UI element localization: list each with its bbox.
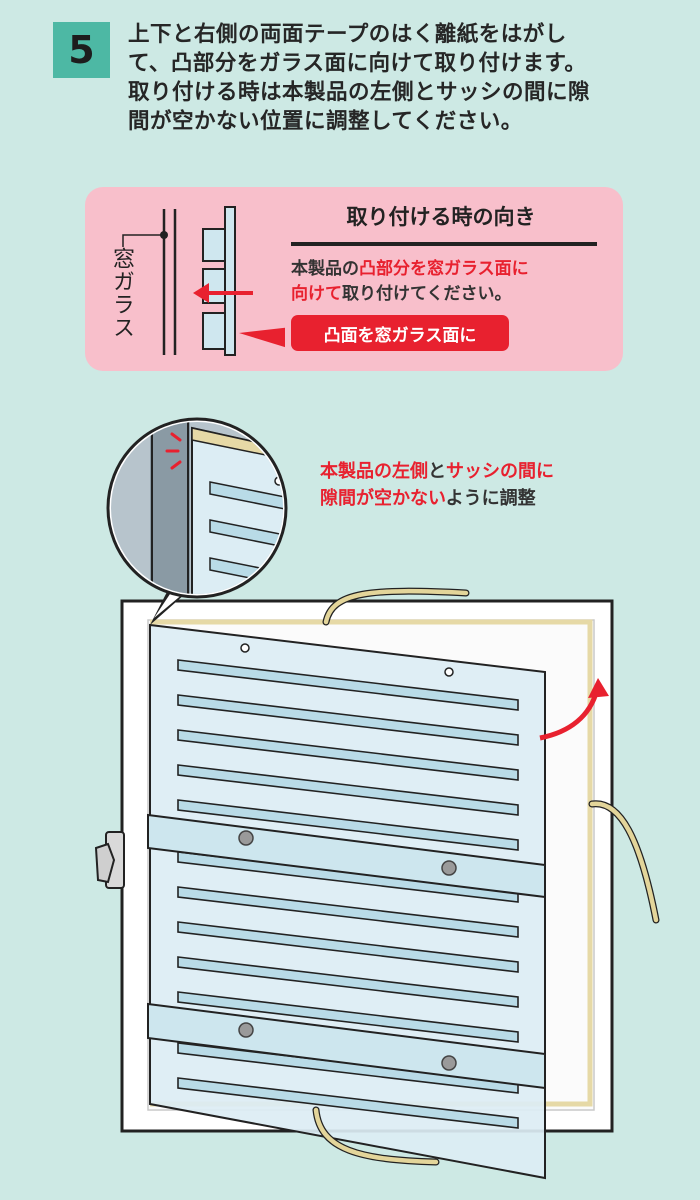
strip-bolt: [441, 860, 457, 876]
strip-bolt: [238, 1022, 254, 1038]
note-text-1: と: [428, 461, 446, 482]
note-highlight-1: 本製品の左側: [320, 461, 428, 482]
impact-mark-icon: [165, 432, 182, 470]
backing-paper-bottom: [313, 1107, 439, 1165]
panel-body: [224, 206, 236, 356]
curved-arrow-icon: [539, 678, 609, 741]
body-highlight-2: 向けて: [291, 284, 342, 304]
card-body: 本製品の凸部分を窓ガラス面に向けて取り付けてください。: [291, 257, 611, 307]
note-highlight-3: 隙間が空かない: [320, 488, 446, 509]
arrow-left-icon: [193, 283, 253, 303]
card-title: 取り付ける時の向き: [346, 205, 536, 229]
magnified-detail: [106, 417, 288, 599]
step-number-badge: 5: [53, 22, 110, 78]
backing-paper-top: [323, 588, 469, 625]
strip-bolt: [441, 1055, 457, 1071]
backing-paper-right: [589, 801, 659, 923]
convex-face-pill: 凸面を窓ガラス面に: [291, 315, 509, 351]
step-instruction: 上下と右側の両面テープのはく離紙をはがして、凸部分をガラス面に向けて取り付けます…: [128, 22, 591, 134]
body-text-2: 取り付けてください。: [342, 284, 512, 304]
note-text-2: ように調整: [445, 488, 536, 509]
panel-hole-top-left: [240, 643, 250, 653]
window-glass-label: 窓ガラス: [109, 247, 134, 339]
card-divider: [291, 242, 597, 246]
panel-slats: [177, 659, 519, 1129]
orientation-card: 窓ガラス 取り付ける時の向き 本製品の凸部分を窓ガラス面に向けて取り付けてくださ…: [85, 187, 623, 371]
window-latch-icon: [94, 831, 125, 889]
mounting-diagram: [122, 206, 285, 356]
panel-hole-top-right: [444, 667, 454, 677]
note-highlight-2: サッシの間に: [446, 461, 554, 482]
pill-pointer: [239, 327, 285, 348]
strip-bolt: [238, 830, 254, 846]
leader-line: [122, 234, 164, 247]
step-number: 5: [68, 28, 95, 72]
body-highlight-1: 凸部分を窓ガラス面に: [359, 259, 529, 279]
body-text-1: 本製品の: [291, 259, 359, 279]
gap-adjustment-note: 本製品の左側とサッシの間に隙間が空かないように調整: [320, 458, 620, 512]
